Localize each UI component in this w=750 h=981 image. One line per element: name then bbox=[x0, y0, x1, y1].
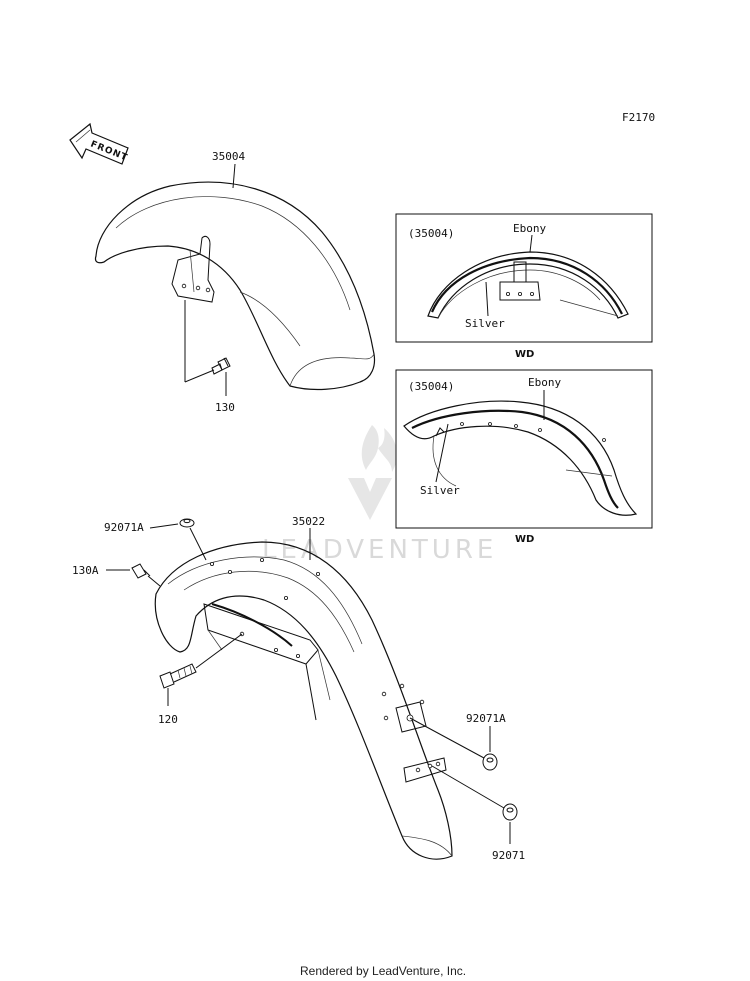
inset-top-silver: Silver bbox=[465, 317, 505, 330]
inset-top-variant: WD bbox=[515, 349, 534, 360]
inset-top-ebony: Ebony bbox=[513, 222, 546, 235]
leader-130A-fender bbox=[147, 575, 161, 587]
leader-120-fender bbox=[195, 633, 243, 669]
inset-bottom: (35004) Ebony Silver bbox=[395, 369, 653, 529]
callout-35004: 35004 bbox=[212, 150, 245, 163]
grommet-icon bbox=[482, 753, 498, 771]
inset-bottom-part-ref: (35004) bbox=[408, 380, 454, 393]
bolt-icon bbox=[211, 357, 231, 375]
watermark: LEADVENTURE bbox=[262, 425, 497, 565]
bolt-icon bbox=[159, 663, 197, 689]
front-label: FRONT bbox=[89, 140, 129, 164]
inset-top-part-ref: (35004) bbox=[408, 227, 454, 240]
callout-130: 130 bbox=[215, 401, 235, 414]
callout-92071A-top: 92071A bbox=[104, 521, 144, 534]
front-arrow-icon: FRONT bbox=[69, 122, 129, 165]
bolt-icon bbox=[131, 563, 151, 579]
leader-92071A-top bbox=[149, 523, 179, 529]
callout-130A: 130A bbox=[72, 564, 99, 577]
inset-bottom-ebony: Ebony bbox=[528, 376, 561, 389]
inset-top: (35004) Ebony Silver bbox=[395, 213, 653, 343]
watermark-text: LEADVENTURE bbox=[262, 535, 497, 565]
callout-120: 120 bbox=[158, 713, 178, 726]
grommet-icon bbox=[179, 518, 195, 528]
front-fender bbox=[94, 181, 376, 391]
callout-92071: 92071 bbox=[492, 849, 525, 862]
leader-92071A-top-fender bbox=[189, 527, 207, 561]
inset-bottom-silver: Silver bbox=[420, 484, 460, 497]
diagram-code: F2170 bbox=[622, 111, 655, 124]
leader-35004 bbox=[232, 163, 236, 189]
rear-fender bbox=[154, 541, 505, 860]
inset-bottom-variant: WD bbox=[515, 534, 534, 545]
grommet-icon bbox=[502, 803, 518, 821]
footer-credit: Rendered by LeadVenture, Inc. bbox=[300, 964, 466, 978]
callout-92071A-right: 92071A bbox=[466, 712, 506, 725]
callout-35022: 35022 bbox=[292, 515, 325, 528]
